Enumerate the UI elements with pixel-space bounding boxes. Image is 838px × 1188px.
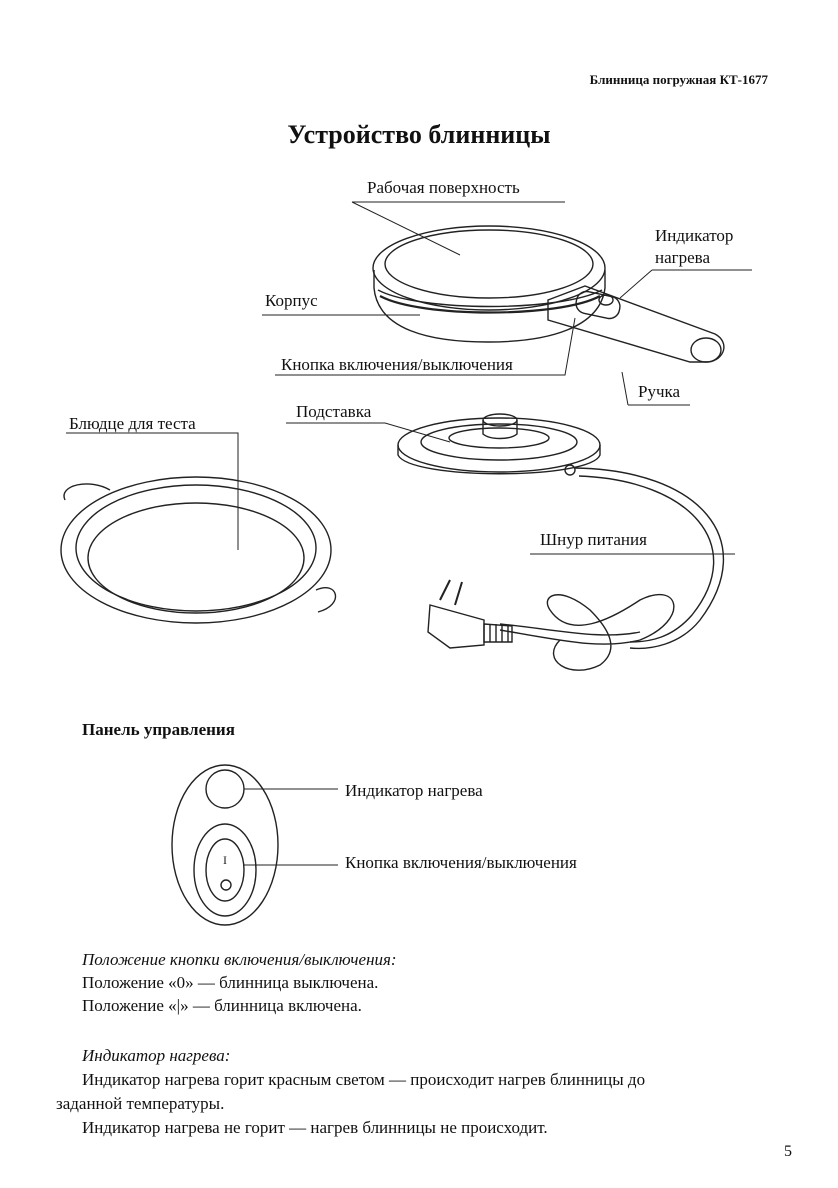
label-work-surface: Рабочая поверхность — [367, 178, 520, 197]
running-header: Блинница погружная КТ-1677 — [589, 72, 768, 87]
label-panel-heat-indicator: Индикатор нагрева — [345, 781, 483, 800]
control-panel-heading: Панель управления — [82, 720, 235, 739]
indicator-heading: Индикатор нагрева: — [82, 1046, 231, 1065]
label-batter-dish: Блюдце для теста — [69, 414, 196, 433]
batter-dish-illustration — [60, 476, 337, 624]
indicator-on-text-line1: Индикатор нагрева горит красным светом —… — [82, 1070, 646, 1089]
indicator-on-text-line2: заданной температуры. — [56, 1094, 225, 1113]
control-panel-illustration — [171, 764, 338, 926]
crepe-maker-illustration — [372, 225, 606, 343]
label-heat-indicator-line2: нагрева — [655, 248, 711, 267]
heat-indicator-icon — [205, 769, 245, 809]
label-handle: Ручка — [638, 382, 681, 401]
indicator-off-text: Индикатор нагрева не горит — нагрев блин… — [82, 1118, 548, 1137]
button-position-heading: Положение кнопки включения/выключения: — [82, 950, 397, 969]
page-number: 5 — [784, 1143, 792, 1160]
position-on-text: Положение «|» — блинница включена. — [82, 996, 362, 1015]
stand-illustration — [397, 413, 601, 476]
handle-illustration — [547, 285, 725, 363]
page-title: Устройство блинницы — [287, 120, 551, 149]
switch-on-mark: I — [223, 853, 227, 867]
indicator-light-icon — [598, 294, 614, 306]
label-power-cord: Шнур питания — [540, 530, 647, 549]
plug-icon — [427, 604, 485, 649]
label-heat-indicator-line1: Индикатор — [655, 226, 734, 245]
label-stand: Подставка — [296, 402, 372, 421]
power-switch-icon — [205, 838, 245, 902]
power-cord-illustration — [427, 467, 725, 671]
label-power-button: Кнопка включения/выключения — [281, 355, 513, 374]
label-leader-lines — [66, 201, 752, 555]
position-off-text: Положение «0» — блинница выключена. — [82, 973, 379, 992]
label-panel-power-button: Кнопка включения/выключения — [345, 853, 577, 872]
label-body: Корпус — [265, 291, 318, 310]
